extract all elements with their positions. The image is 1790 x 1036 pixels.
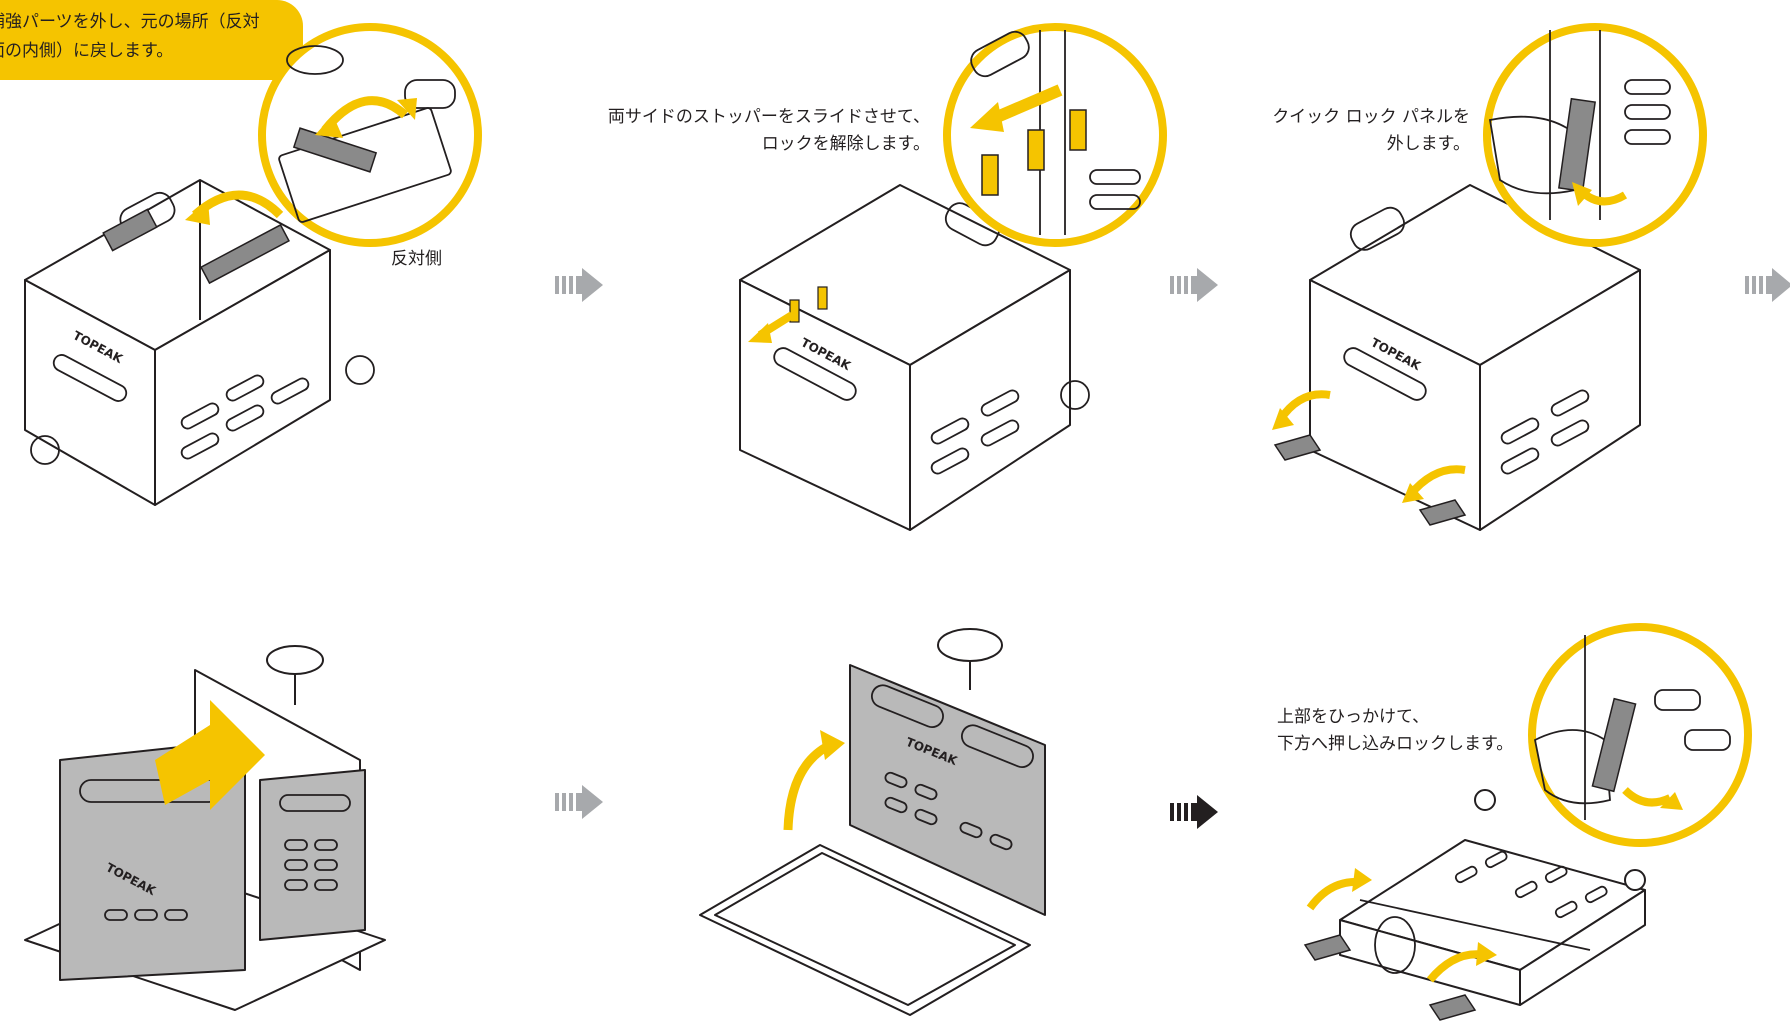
zoom-detail-circle bbox=[943, 23, 1167, 247]
step3-detail-circle bbox=[1483, 23, 1707, 247]
step-arrow-icon bbox=[1745, 268, 1790, 302]
step2-caption: 両サイドのストッパーをスライドさせて、 ロックを解除します。 bbox=[560, 104, 930, 158]
step1-caption-line2: 面の内側）に戻します。 bbox=[0, 41, 174, 61]
step-arrow-icon bbox=[1170, 268, 1218, 302]
step6-caption-line2: 下方へ押し込みロックします。 bbox=[1277, 734, 1514, 754]
curved-arrow-icon bbox=[1352, 868, 1372, 892]
step6-crate-illustration bbox=[1303, 789, 1646, 1021]
zoom-detail-circle bbox=[1528, 623, 1752, 847]
curved-arrow-icon bbox=[1272, 408, 1294, 430]
zoom-detail-circle bbox=[258, 23, 482, 247]
step1-detail-circle bbox=[258, 23, 482, 247]
step-arrow-icon bbox=[1170, 795, 1218, 829]
step6-caption-line1: 上部をひっかけて、 bbox=[1277, 707, 1430, 727]
step5-crate-illustration: TOPEAK bbox=[699, 628, 1046, 1016]
curved-arrow-icon bbox=[820, 730, 845, 760]
step1-caption-line1: 補強パーツを外し、元の場所（反対 bbox=[0, 12, 260, 32]
step2-detail-circle bbox=[943, 23, 1167, 247]
step3-caption-line2: 外します。 bbox=[1386, 134, 1470, 154]
step-arrow-icon bbox=[555, 785, 603, 819]
step3-caption: クイック ロック パネルを 外します。 bbox=[1180, 104, 1470, 158]
straight-arrow-icon bbox=[748, 323, 772, 343]
step1-caption: 補強パーツを外し、元の場所（反対 面の内側）に戻します。 bbox=[0, 8, 260, 66]
step6-detail-circle bbox=[1528, 623, 1752, 847]
step2-crate-illustration: TOPEAK bbox=[739, 184, 1090, 531]
step4-crate-illustration: TOPEAK bbox=[24, 645, 386, 1011]
zoom-detail-circle bbox=[1483, 23, 1707, 247]
step1-crate-illustration: TOPEAK bbox=[24, 179, 375, 506]
step2-caption-line1: 両サイドのストッパーをスライドさせて、 bbox=[607, 107, 930, 127]
step6-caption: 上部をひっかけて、 下方へ押し込みロックします。 bbox=[1277, 704, 1513, 758]
instruction-callout-step1 bbox=[0, 0, 303, 80]
step3-caption-line1: クイック ロック パネルを bbox=[1272, 107, 1470, 127]
curved-arrow-icon bbox=[185, 200, 210, 225]
step-arrow-icon bbox=[555, 268, 603, 302]
opposite-side-label: 反対側 bbox=[391, 249, 442, 269]
step2-caption-line2: ロックを解除します。 bbox=[761, 134, 930, 154]
straight-arrow-icon bbox=[155, 700, 265, 810]
